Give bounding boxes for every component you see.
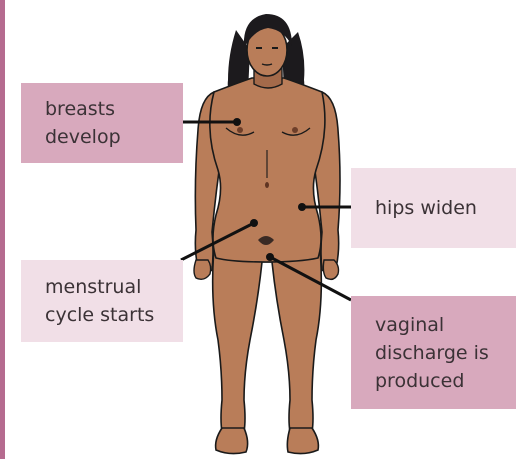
pointer-dot-hips xyxy=(298,203,306,211)
left-foot xyxy=(216,428,248,454)
label-vaginal-line-3: produced xyxy=(375,367,516,395)
left-nipple xyxy=(237,127,243,133)
label-breasts-develop: breasts develop xyxy=(21,83,183,163)
label-vaginal-line-2: discharge is xyxy=(375,339,516,367)
label-hips-line-1: hips widen xyxy=(375,194,516,222)
pointer-dot-menstrual xyxy=(250,219,258,227)
left-hand xyxy=(194,260,211,279)
right-hand xyxy=(323,260,338,279)
right-nipple xyxy=(292,127,298,133)
right-foot xyxy=(287,428,318,454)
pointer-dot-breasts xyxy=(233,118,241,126)
label-menstrual-cycle-starts: menstrual cycle starts xyxy=(21,260,183,342)
navel xyxy=(265,182,269,188)
label-menstrual-line-1: menstrual xyxy=(45,273,183,301)
label-vaginal-line-1: vaginal xyxy=(375,311,516,339)
pointer-dot-vaginal xyxy=(266,253,274,261)
label-breasts-line-2: develop xyxy=(45,123,183,151)
label-menstrual-line-2: cycle starts xyxy=(45,301,183,329)
label-breasts-line-1: breasts xyxy=(45,95,183,123)
label-hips-widen: hips widen xyxy=(351,168,516,248)
label-vaginal-discharge: vaginal discharge is produced xyxy=(351,296,516,409)
